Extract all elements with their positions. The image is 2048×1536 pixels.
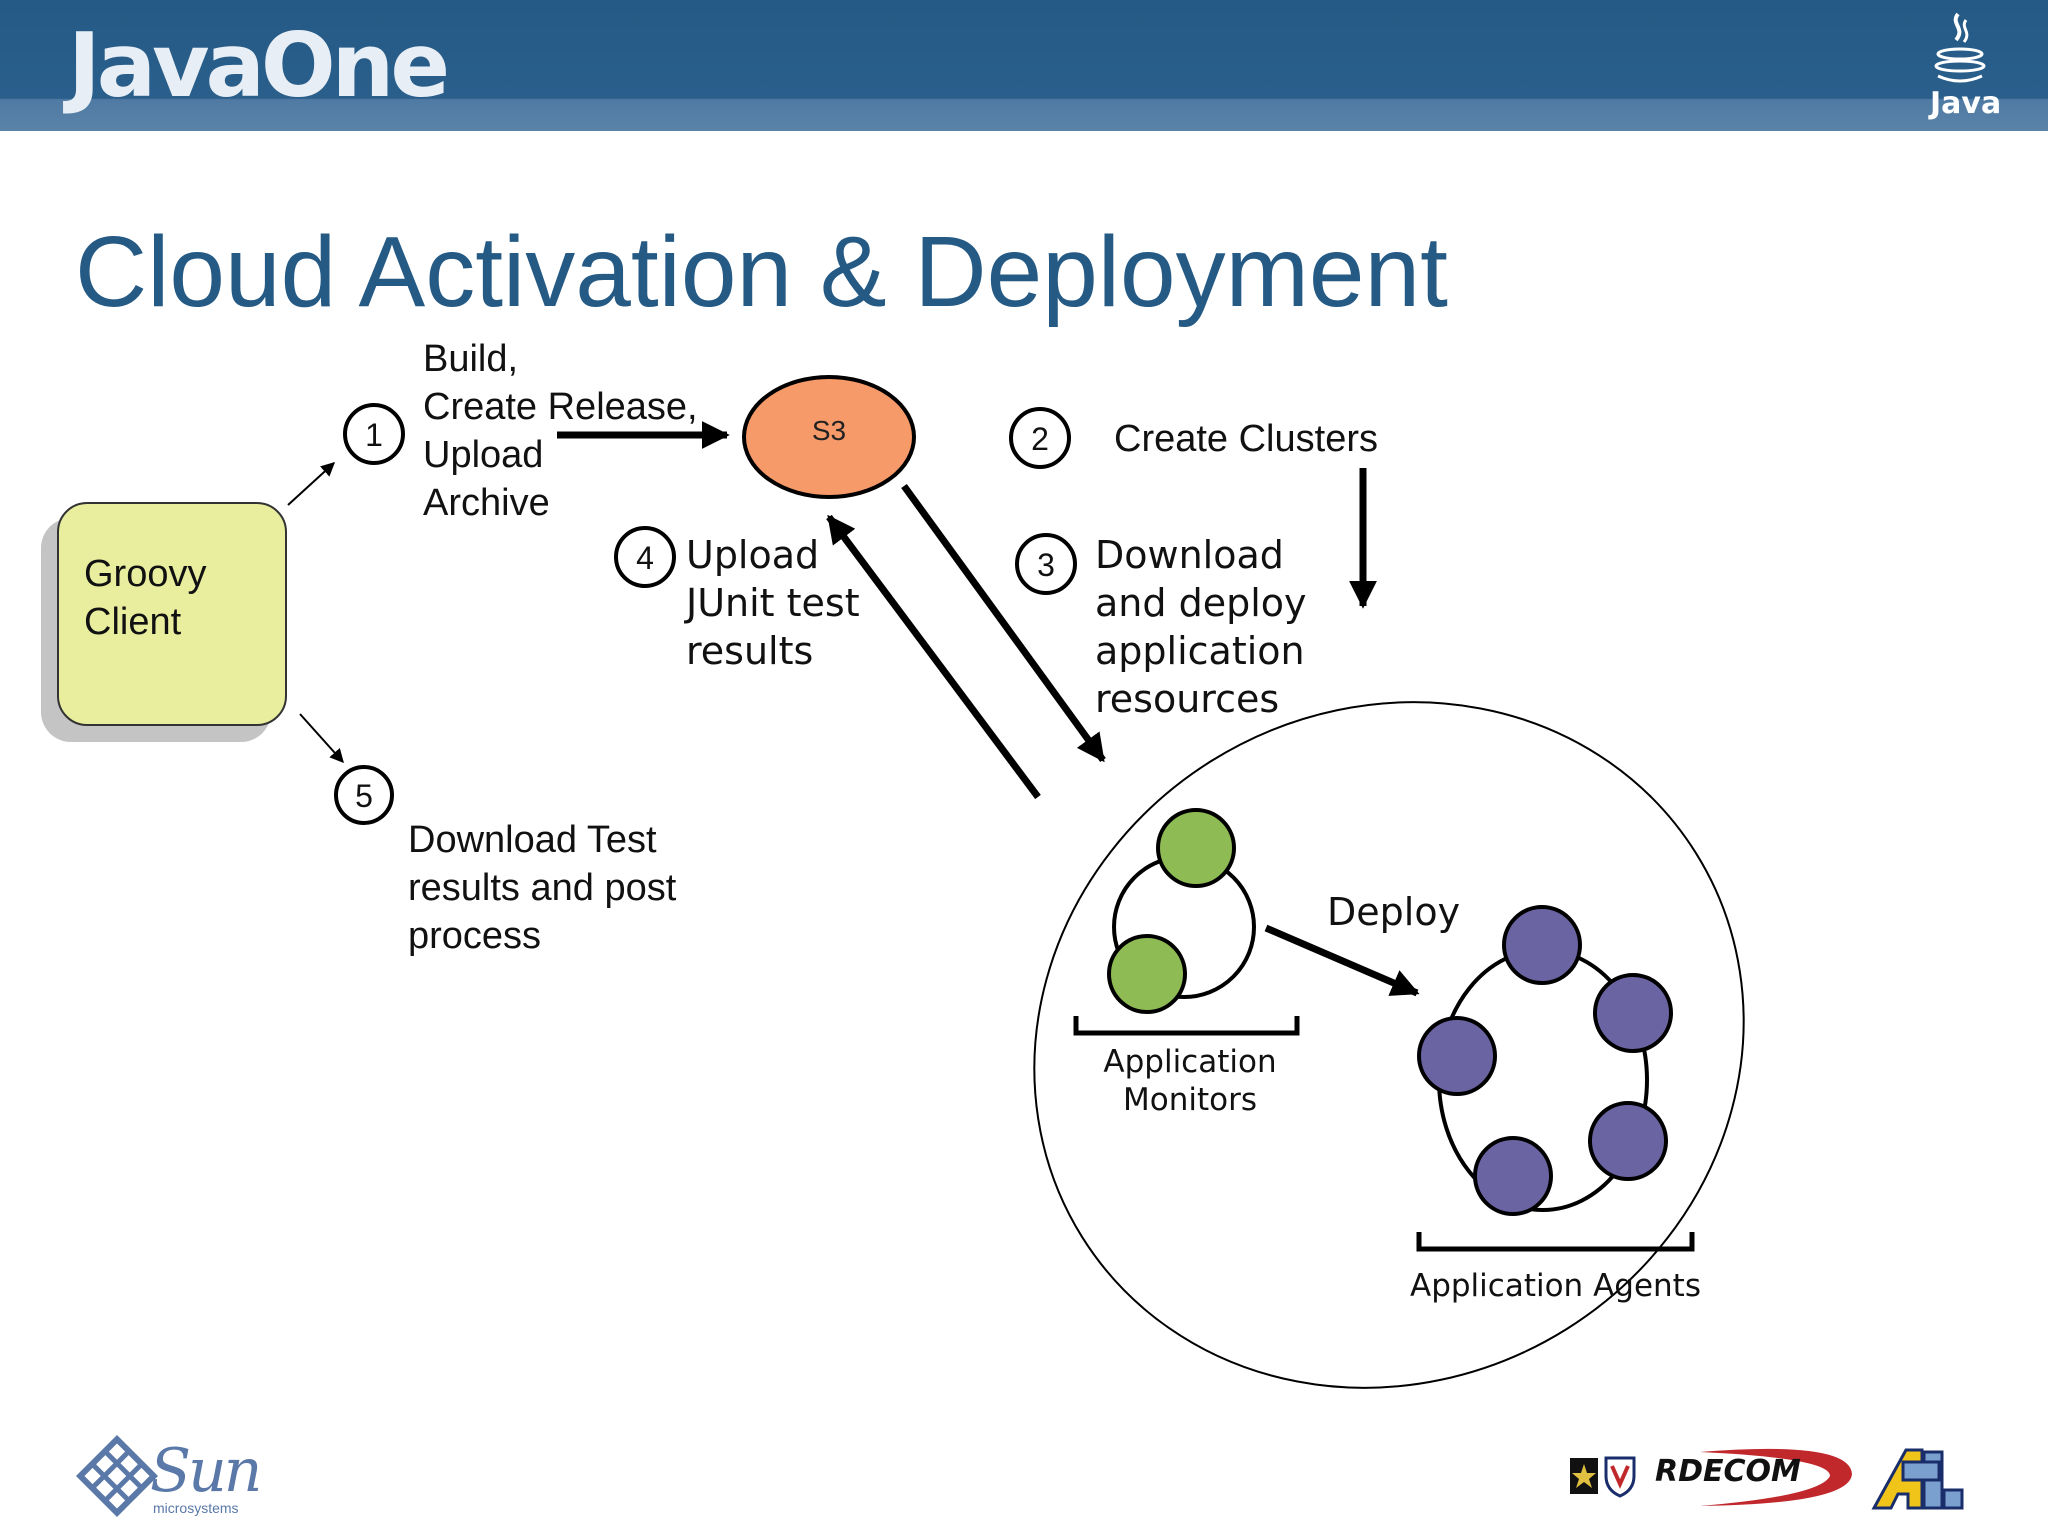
- sun-logo-word: Sun: [150, 1436, 262, 1506]
- s3-node: S3: [742, 375, 916, 499]
- java-logo-text: Java: [1930, 86, 2002, 121]
- step-5-number: 5: [355, 778, 373, 814]
- sun-logo-icon: [75, 1434, 159, 1518]
- shield-icon: [1604, 1456, 1636, 1498]
- arrow-client-to-step1: [287, 462, 336, 506]
- groovy-client-box: Groovy Client: [57, 502, 287, 726]
- deploy-label: Deploy: [1327, 890, 1461, 934]
- step-4-marker: 4: [614, 526, 676, 588]
- java-coffee-icon: Java: [1920, 10, 2002, 125]
- arrow-cluster-to-s3: [826, 514, 1041, 800]
- cluster-boundary: [1033, 701, 1745, 1389]
- step-4-number: 4: [636, 540, 654, 576]
- s3-label: S3: [812, 415, 846, 446]
- arrow-client-to-step5: [299, 713, 344, 764]
- agent-node: [1502, 905, 1582, 985]
- rdecom-swoosh-icon: [1700, 1448, 1852, 1506]
- application-monitors-group: [1107, 808, 1256, 1014]
- groovy-client-label: Groovy Client: [84, 553, 207, 643]
- agent-node: [1417, 1016, 1497, 1096]
- javaone-logo: JavaOne: [68, 14, 450, 117]
- step-1-label: Build, Create Release, Upload Archive: [423, 338, 698, 524]
- arrow-s3-to-cluster: [901, 483, 1106, 763]
- sun-logo-subtitle: microsystems: [153, 1500, 239, 1516]
- application-monitors-label: Application Monitors: [1103, 1044, 1277, 1118]
- monitor-node: [1156, 808, 1236, 888]
- header-bar: JavaOne Java: [0, 0, 2048, 131]
- step-3-marker: 3: [1015, 533, 1077, 595]
- step-4-label: Upload JUnit test results: [686, 533, 860, 673]
- application-agents-label: Application Agents: [1410, 1268, 1701, 1304]
- agent-node: [1473, 1136, 1553, 1216]
- step-2-label: Create Clusters: [1114, 418, 1378, 460]
- monitors-bracket: [1073, 1016, 1300, 1036]
- step-2-number: 2: [1031, 421, 1049, 457]
- step-3-label: Download and deploy application resource…: [1095, 533, 1307, 721]
- step-2-marker: 2: [1009, 407, 1071, 469]
- agents-bracket: [1416, 1232, 1695, 1252]
- step-1-marker: 1: [343, 403, 405, 465]
- sun-microsystems-logo: Sun microsystems: [85, 1436, 265, 1520]
- monitor-node: [1107, 934, 1187, 1014]
- slide-title: Cloud Activation & Deployment: [75, 216, 1448, 328]
- agent-node: [1588, 1101, 1668, 1181]
- army-star-icon: [1570, 1458, 1598, 1494]
- rdecom-logo: RDECOM: [1655, 1454, 1801, 1489]
- application-agents-group: [1417, 905, 1673, 1216]
- step-3-number: 3: [1037, 547, 1055, 583]
- step-1-number: 1: [365, 417, 383, 453]
- arrow-deploy: [1264, 924, 1420, 997]
- agent-node: [1593, 973, 1673, 1053]
- arl-logo-icon: [1871, 1448, 1964, 1510]
- step-5-label: Download Test results and post process: [408, 819, 677, 957]
- step-5-marker: 5: [334, 765, 394, 825]
